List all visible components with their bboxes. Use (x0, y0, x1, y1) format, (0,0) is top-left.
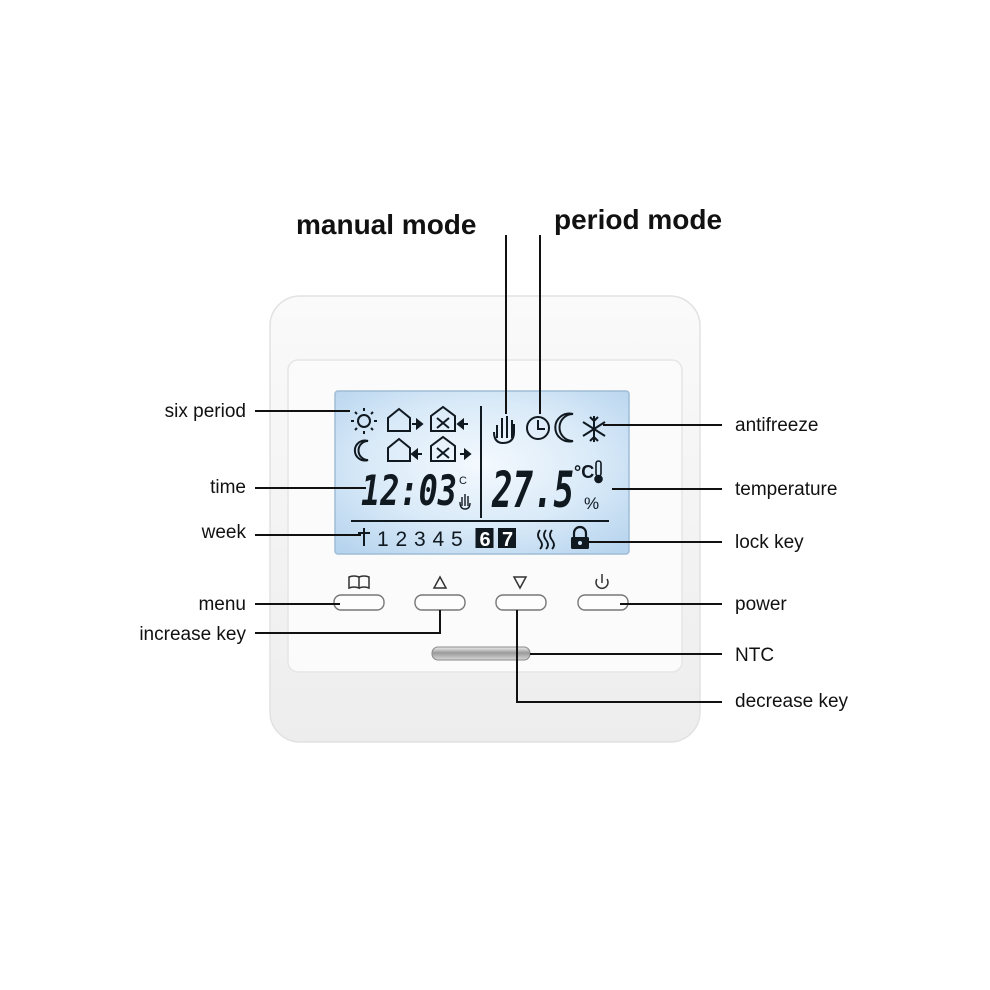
lcd-celsius-unit: °C (574, 462, 594, 482)
increase-button[interactable] (414, 594, 466, 611)
house-return-icon (387, 437, 422, 462)
week-day-4: 4 (433, 528, 445, 551)
decrease-button[interactable] (495, 594, 547, 611)
leader-increase-key (255, 610, 441, 634)
week-day-7: 7 (502, 529, 513, 551)
lcd-time: 12:03 (361, 466, 457, 515)
lcd-humidity-percent: % (584, 494, 599, 513)
week-day-2: 2 (396, 528, 408, 551)
increase-key-label: increase key (139, 624, 246, 645)
six-period-label: six period (164, 401, 246, 422)
week-day-6: 6 (480, 529, 491, 551)
meal-icon-evening (430, 435, 472, 462)
lcd-time-unit: C (459, 475, 467, 487)
sun-icon (351, 408, 377, 434)
menu-label: menu (198, 594, 246, 615)
ntc-label: NTC (735, 645, 775, 666)
house-leave-icon (387, 407, 424, 432)
meal-icon (430, 405, 468, 432)
lock-icon (571, 525, 589, 549)
temperature-label: temperature (735, 479, 838, 500)
period-mode-title: period mode (554, 204, 723, 235)
power-label: power (735, 594, 787, 615)
hand-icon (493, 416, 515, 445)
triangle-down-icon (512, 576, 528, 590)
menu-button[interactable] (333, 594, 385, 611)
decrease-key-label: decrease key (735, 691, 849, 712)
week-day-highlight (475, 528, 494, 548)
week-label: week (201, 522, 246, 543)
moon-icon (353, 439, 369, 462)
time-label: time (210, 477, 246, 498)
manual-mode-title: manual mode (296, 209, 477, 240)
week-cursor-icon (358, 528, 370, 546)
antifreeze-label: antifreeze (735, 415, 819, 436)
book-icon (348, 575, 370, 590)
week-day-3: 3 (414, 528, 426, 551)
clock-icon (526, 416, 550, 440)
snowflake-icon (582, 416, 606, 442)
leader-decrease-key (516, 610, 722, 703)
power-button[interactable] (577, 594, 629, 611)
leader-lines (255, 235, 722, 703)
hand-icon-small (459, 494, 471, 510)
triangle-up-icon (432, 575, 448, 589)
ntc-sensor (431, 646, 531, 661)
thermometer-icon (594, 460, 603, 484)
week-day-1: 1 (377, 528, 389, 551)
lcd-temperature: 27.5 (491, 461, 574, 519)
week-day-highlight (498, 528, 516, 548)
lock-key-label: lock key (735, 532, 804, 553)
week-day-5: 5 (451, 528, 463, 551)
moon-icon-large (554, 412, 574, 443)
heat-wave-icon (537, 529, 555, 550)
power-icon (595, 574, 609, 589)
